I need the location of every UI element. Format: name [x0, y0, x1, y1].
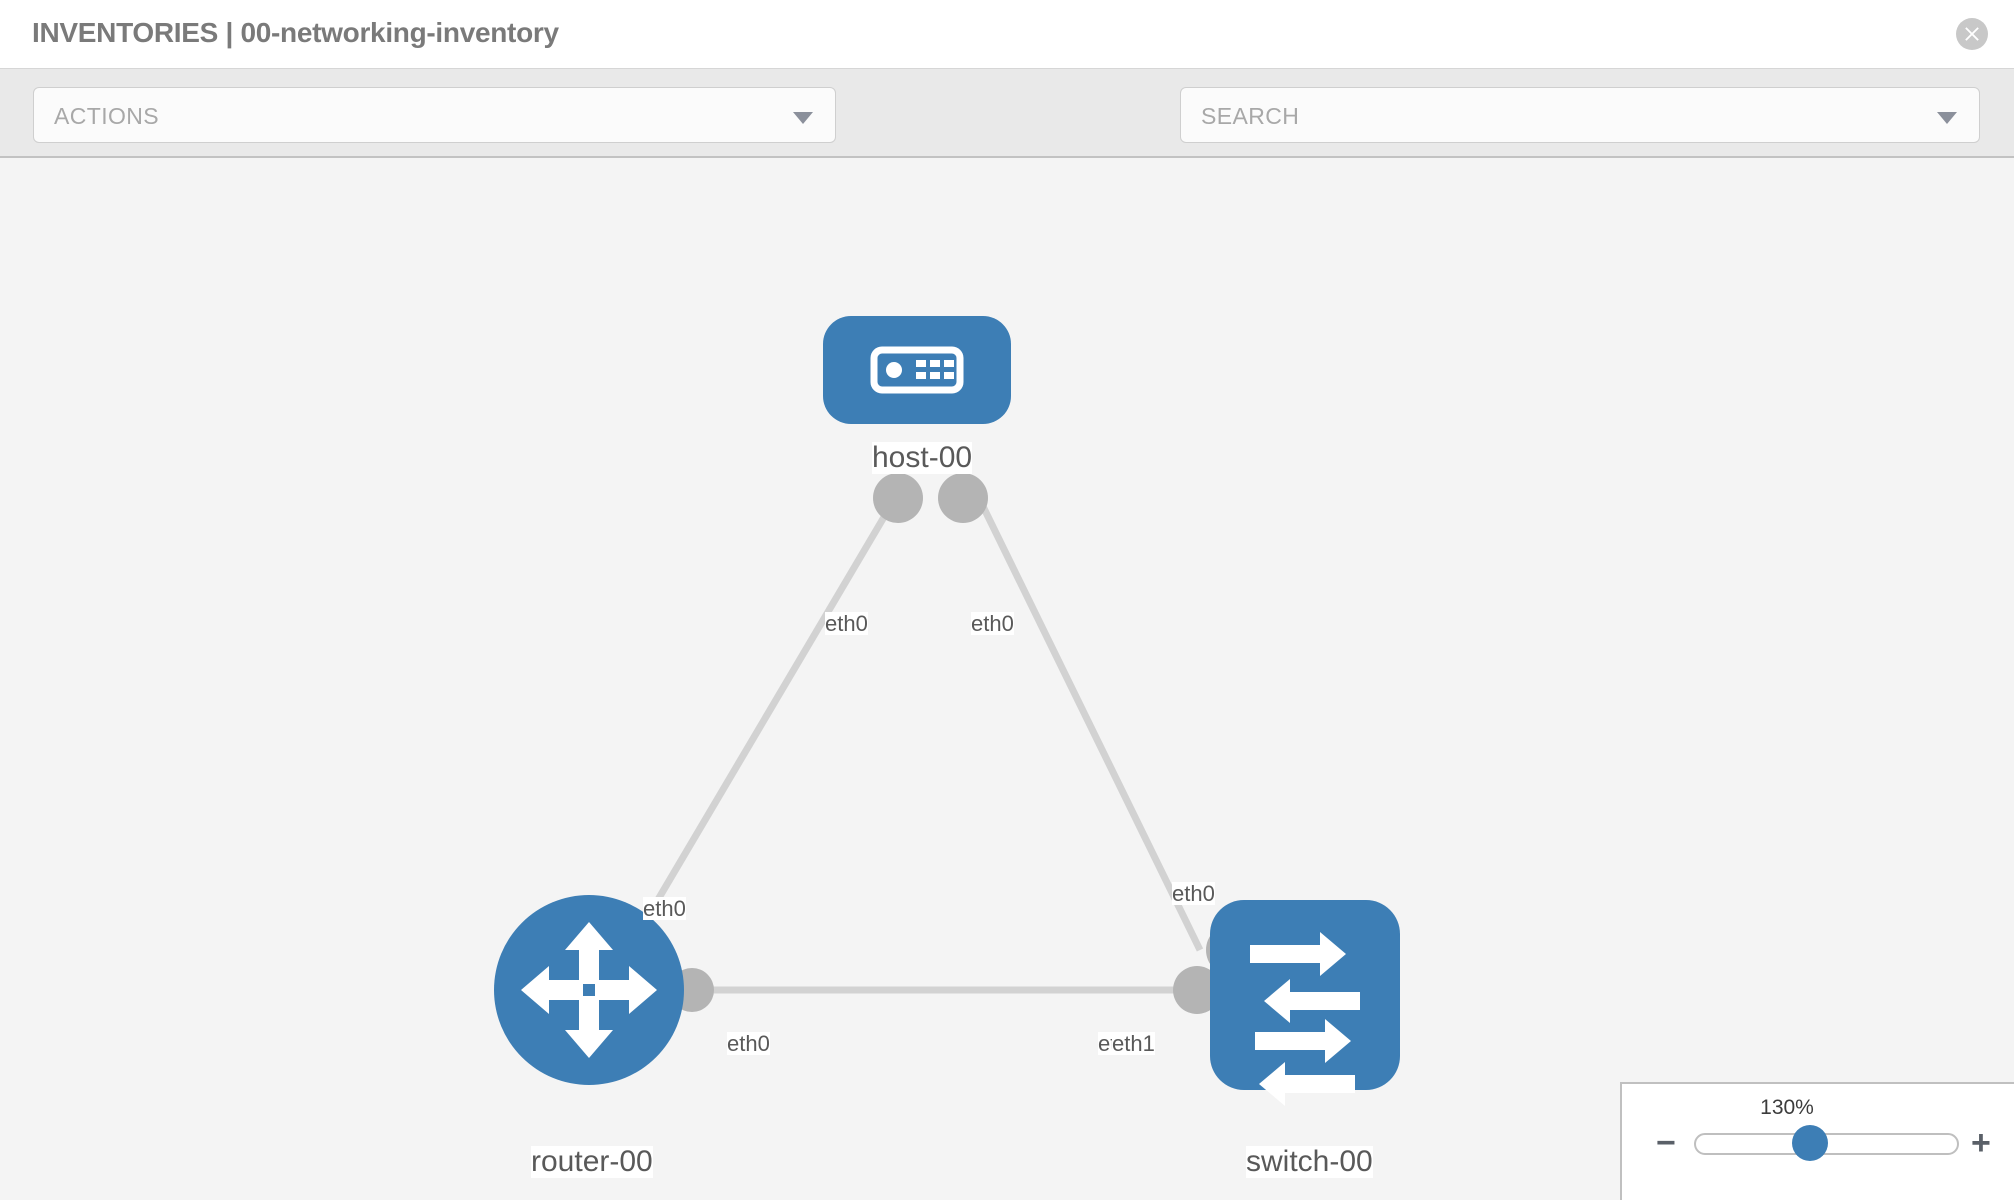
endpoint-layer: [670, 473, 1258, 1014]
node-switch-00: [1210, 900, 1400, 1106]
zoom-in-button[interactable]: +: [1971, 1124, 1991, 1162]
endpoint-host00-eth0-right: [938, 473, 988, 523]
node-router-00: [494, 895, 684, 1085]
iface-label-host00-eth0-right: eth0: [971, 611, 1014, 636]
page-title: INVENTORIES | 00-networking-inventory: [32, 17, 559, 48]
link-host00-switch00: [971, 488, 1204, 952]
node-host00-shape: [823, 316, 1011, 424]
close-icon[interactable]: [1956, 18, 1988, 50]
actions-dropdown[interactable]: ACTIONS: [33, 87, 836, 143]
link-layer: [636, 488, 1205, 994]
iface-label-switch00-eth1: eth1: [1112, 1031, 1155, 1056]
actions-dropdown-label: ACTIONS: [54, 103, 160, 129]
topology-graph: [494, 316, 1400, 1106]
chevron-down-icon: [793, 112, 813, 124]
toolbar: ACTIONS SEARCH: [0, 68, 2014, 198]
page-header: INVENTORIES | 00-networking-inventory: [0, 0, 2014, 68]
zoom-percent-label: 130%: [1760, 1096, 1814, 1119]
zoom-slider-thumb[interactable]: [1792, 1125, 1828, 1161]
router-arrows-icon: [521, 922, 657, 1058]
node-router00-shape: [494, 895, 684, 1085]
topology-canvas[interactable]: host-00 router-00 switch-00 eth0 eth0 et…: [0, 160, 2014, 1200]
node-label-router-00: router-00: [531, 1145, 653, 1178]
node-label-host-00: host-00: [872, 441, 973, 474]
iface-label-host00-eth0-left: eth0: [825, 611, 868, 636]
iface-label-router00-eth0: eth0: [727, 1031, 770, 1056]
link-host00-router00: [636, 488, 904, 932]
search-input[interactable]: SEARCH: [1180, 87, 1980, 143]
endpoint-host00-eth0-left: [873, 473, 923, 523]
search-placeholder: SEARCH: [1201, 103, 1300, 129]
chevron-down-icon[interactable]: [1937, 112, 1957, 124]
switch-arrows-icon: [1250, 932, 1360, 1106]
node-host-00: [823, 316, 1011, 424]
server-icon: [870, 346, 964, 394]
zoom-control-panel: 130% − +: [1620, 1082, 2014, 1200]
zoom-out-button[interactable]: −: [1656, 1124, 1676, 1162]
endpoint-switch00-eth1: [1173, 966, 1221, 1014]
iface-label-router00-uplink-eth0: eth0: [643, 896, 686, 921]
iface-label-switch00-uplink-eth0: eth0: [1172, 881, 1215, 906]
node-label-switch-00: switch-00: [1246, 1145, 1373, 1178]
